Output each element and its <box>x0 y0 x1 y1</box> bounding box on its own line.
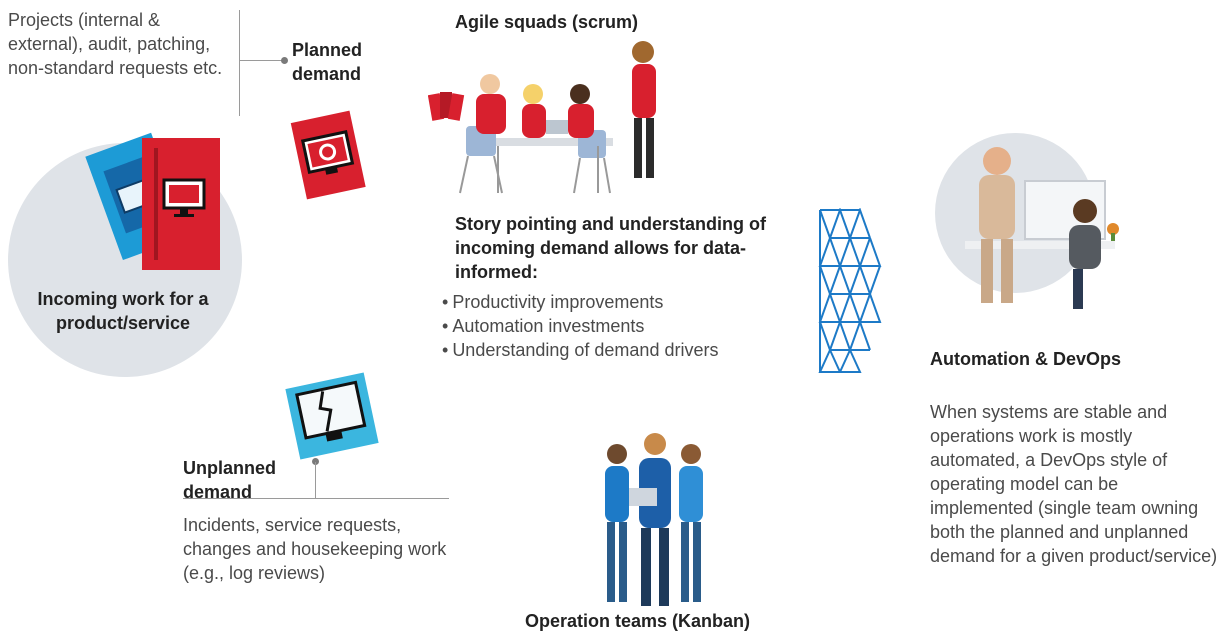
person-icon <box>568 84 594 138</box>
benefit-item: Automation investments <box>442 314 718 338</box>
agile-team-illustration <box>428 41 656 194</box>
unplanned-divider <box>183 498 449 499</box>
small-ticket-icon <box>428 92 465 121</box>
person-icon <box>679 444 703 602</box>
incoming-work-illustration <box>8 132 242 377</box>
red-ticket-icon <box>142 138 220 270</box>
person-icon <box>605 444 629 602</box>
person-icon <box>1069 199 1101 309</box>
person-icon <box>629 433 671 606</box>
story-pointing-heading: Story pointing and understanding of inco… <box>455 214 766 282</box>
unplanned-connector-dot <box>312 458 319 465</box>
person-icon <box>979 147 1015 303</box>
benefit-item: Productivity improvements <box>442 290 718 314</box>
benefit-item: Understanding of demand drivers <box>442 338 718 362</box>
benefit-list: Productivity improvements Automation inv… <box>442 290 718 362</box>
planned-demand-description: Projects (internal & external), audit, p… <box>8 10 223 78</box>
devops-title: Automation & DevOps <box>930 349 1122 369</box>
devops-description: When systems are stable and operations w… <box>930 402 1218 566</box>
devops-illustration <box>935 133 1119 309</box>
unplanned-demand-description: Incidents, service requests, changes and… <box>183 515 447 583</box>
unplanned-connector <box>315 462 316 498</box>
incoming-work-label: Incoming work for a product/service <box>37 289 209 333</box>
planned-connector <box>239 60 285 61</box>
person-icon <box>522 84 546 138</box>
triangle-lattice-icon <box>818 208 882 373</box>
planned-demand-label: Planned demand <box>292 40 363 84</box>
planned-connector-dot <box>281 57 288 64</box>
operation-team-illustration <box>605 433 703 606</box>
gear-ticket-icon <box>290 110 366 200</box>
operation-teams-title: Operation teams (Kanban) <box>525 611 751 631</box>
broken-monitor-ticket-icon <box>285 372 379 460</box>
planned-divider <box>239 10 240 116</box>
person-icon <box>632 41 656 178</box>
unplanned-demand-label: Unplanned demand <box>183 458 276 502</box>
agile-squads-title: Agile squads (scrum) <box>455 12 639 32</box>
person-icon <box>476 74 506 134</box>
